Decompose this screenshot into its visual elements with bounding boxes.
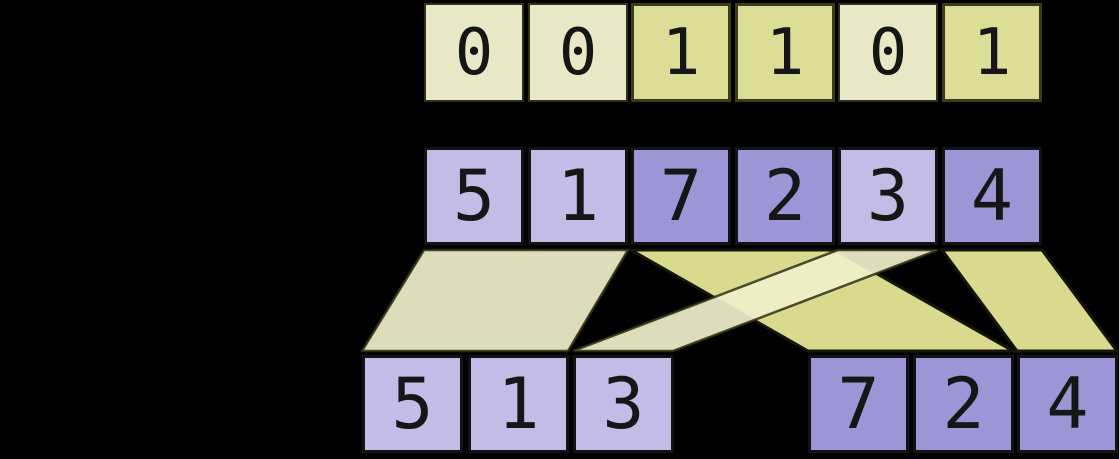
flag-cell: 0 <box>424 3 524 102</box>
flag-cell: 1 <box>735 3 835 102</box>
partition-cell: 7 <box>808 355 909 453</box>
flag-cell: 1 <box>942 3 1042 102</box>
ribbon-zeros-main <box>359 248 631 353</box>
value-cell: 1 <box>528 147 628 245</box>
flag-cell: 0 <box>838 3 938 102</box>
ribbon-zeros-cross <box>572 248 939 353</box>
value-cell: 7 <box>631 147 731 245</box>
flag-cell: 0 <box>528 3 628 102</box>
partition-cell: 1 <box>468 355 569 453</box>
value-cell: 2 <box>735 147 835 245</box>
value-cell: 4 <box>942 147 1042 245</box>
partition-cell: 5 <box>362 355 463 453</box>
value-cell: 5 <box>424 147 524 245</box>
partition-cell: 2 <box>913 355 1014 453</box>
partition-cell: 3 <box>573 355 674 453</box>
flag-cell: 1 <box>631 3 731 102</box>
ribbon-ones-main <box>939 248 1119 353</box>
partition-cell: 4 <box>1017 355 1118 453</box>
value-cell: 3 <box>838 147 938 245</box>
